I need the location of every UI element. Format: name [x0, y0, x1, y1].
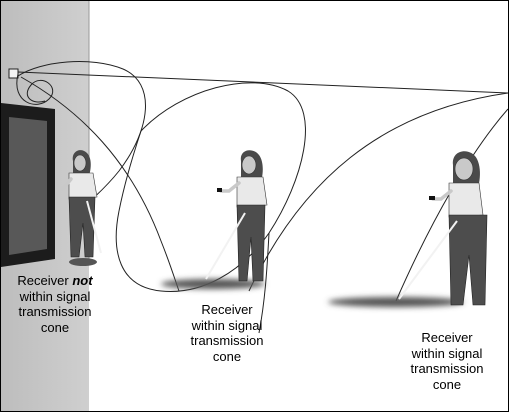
- figure-2-arm: [219, 181, 241, 193]
- cone-ellipse-middle-lower: [118, 130, 142, 212]
- caption-1-emphasis: not: [72, 273, 93, 288]
- transmitter: [8, 68, 19, 79]
- figure-2-cane: [205, 212, 246, 280]
- figure-2-shadow: [161, 279, 265, 289]
- figure-3-head: [454, 157, 474, 181]
- caption-figure-2: Receiver within signal transmission cone: [177, 302, 277, 364]
- figure-2-head: [241, 155, 257, 175]
- caption-1-line-3: transmission: [18, 304, 92, 319]
- figure-3-receiver: [429, 196, 435, 200]
- caption-3-line-4: cone: [432, 376, 462, 392]
- caption-figure-3: Receiver within signal transmission cone: [397, 330, 497, 392]
- figure-1-shirt: [68, 172, 98, 200]
- figure-1-head: [73, 154, 87, 172]
- figure-2-receiver: [217, 188, 222, 192]
- transmitter-box: [8, 68, 19, 79]
- caption-2-line-1: Receiver: [201, 302, 253, 317]
- cone-upper-ray: [17, 71, 508, 94]
- caption-1-prefix: Receiver: [17, 273, 73, 288]
- caption-3-line-2: within signal: [411, 345, 483, 361]
- figure-3-shadow: [328, 297, 464, 307]
- figure-2-shirt: [236, 176, 268, 208]
- door-panel: [9, 117, 47, 255]
- cone-loop-door: [17, 61, 146, 206]
- caption-1-line-4: cone: [40, 319, 70, 335]
- figure-3: [328, 151, 488, 307]
- figure-1-arm: [55, 177, 73, 193]
- caption-3-line-3: transmission: [410, 361, 484, 376]
- figure-1-pants: [68, 196, 96, 258]
- caption-3-line-1: Receiver: [421, 330, 473, 345]
- caption-figure-1: Receiver not within signal transmission …: [7, 273, 103, 335]
- caption-2-line-4: cone: [212, 348, 242, 364]
- figure-1-cane: [86, 200, 102, 254]
- figure-3-shirt: [448, 182, 484, 218]
- figure-2: [161, 150, 268, 289]
- cone-ellipse-far: [248, 92, 508, 292]
- cone-loop-near: [16, 73, 54, 105]
- caption-2-line-2: within signal: [191, 317, 263, 333]
- figure-3-pants: [448, 214, 488, 306]
- cone-ellipse-middle: [115, 82, 306, 292]
- figure-3-cane: [398, 220, 458, 300]
- figure-2-pants: [236, 204, 266, 282]
- figure-1-shadow: [69, 258, 97, 266]
- caption-2-line-3: transmission: [190, 333, 264, 348]
- figure-1: [55, 150, 102, 266]
- doorway: [1, 103, 55, 267]
- cone-ray-middle-lower: [258, 232, 270, 334]
- caption-1-line-2: within signal: [19, 288, 91, 304]
- cone-ray-to-middle: [20, 76, 180, 292]
- caption-1-line-1: Receiver not: [7, 273, 103, 289]
- figure-3-arm: [431, 189, 453, 201]
